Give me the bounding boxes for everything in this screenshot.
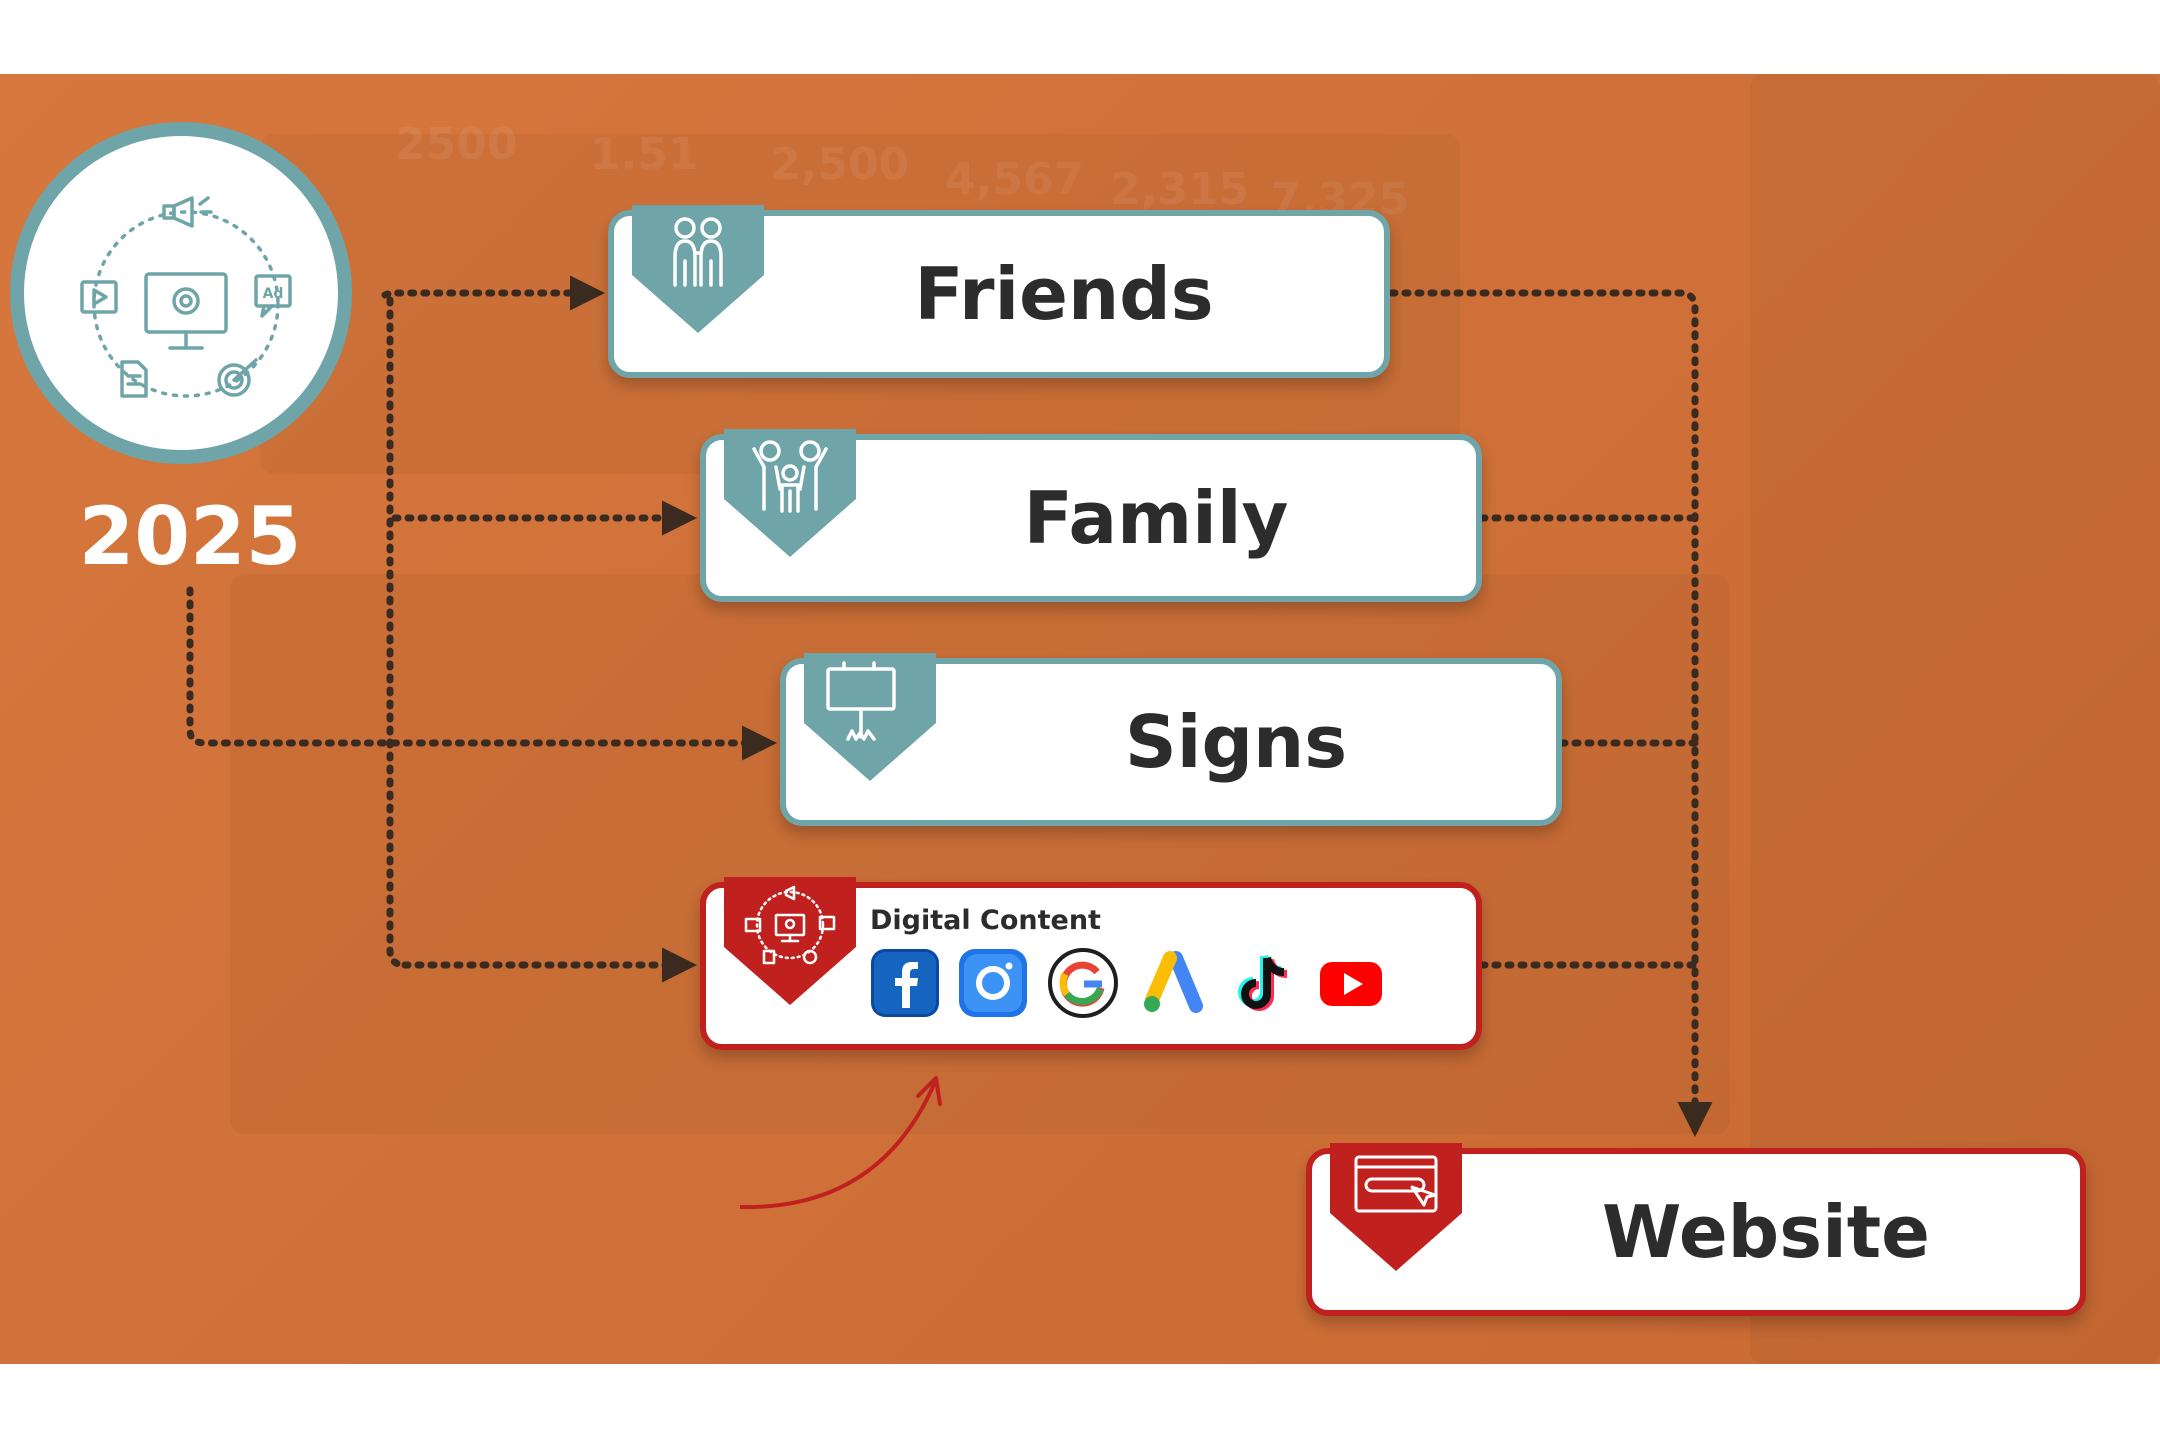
marketing-logo-circle: Ad xyxy=(10,122,352,464)
facebook-icon xyxy=(870,948,940,1018)
website-badge xyxy=(1330,1143,1462,1271)
tiktok-icon xyxy=(1228,948,1298,1018)
family-badge xyxy=(724,429,856,557)
year-label: 2025 xyxy=(50,490,330,583)
youtube-icon xyxy=(1316,948,1386,1018)
connector-from-year xyxy=(190,590,770,743)
friends-badge xyxy=(632,205,764,333)
instagram-icon xyxy=(958,948,1028,1018)
svg-text:Ad: Ad xyxy=(263,286,284,302)
digital-marketing-icon: Ad xyxy=(24,136,338,450)
signs-label: Signs xyxy=(916,664,1556,820)
digital-content-title: Digital Content xyxy=(870,905,1101,936)
signs-badge xyxy=(804,653,936,781)
connector-trunk xyxy=(390,300,405,965)
red-curved-arrow xyxy=(740,1082,935,1207)
google-icon xyxy=(1048,948,1118,1018)
google-ads-icon xyxy=(1138,948,1208,1018)
friends-label: Friends xyxy=(744,216,1384,372)
family-label: Family xyxy=(836,440,1476,596)
website-label: Website xyxy=(1452,1154,2080,1310)
connector-to-friends xyxy=(385,293,598,295)
digital-content-badge xyxy=(724,877,856,1005)
